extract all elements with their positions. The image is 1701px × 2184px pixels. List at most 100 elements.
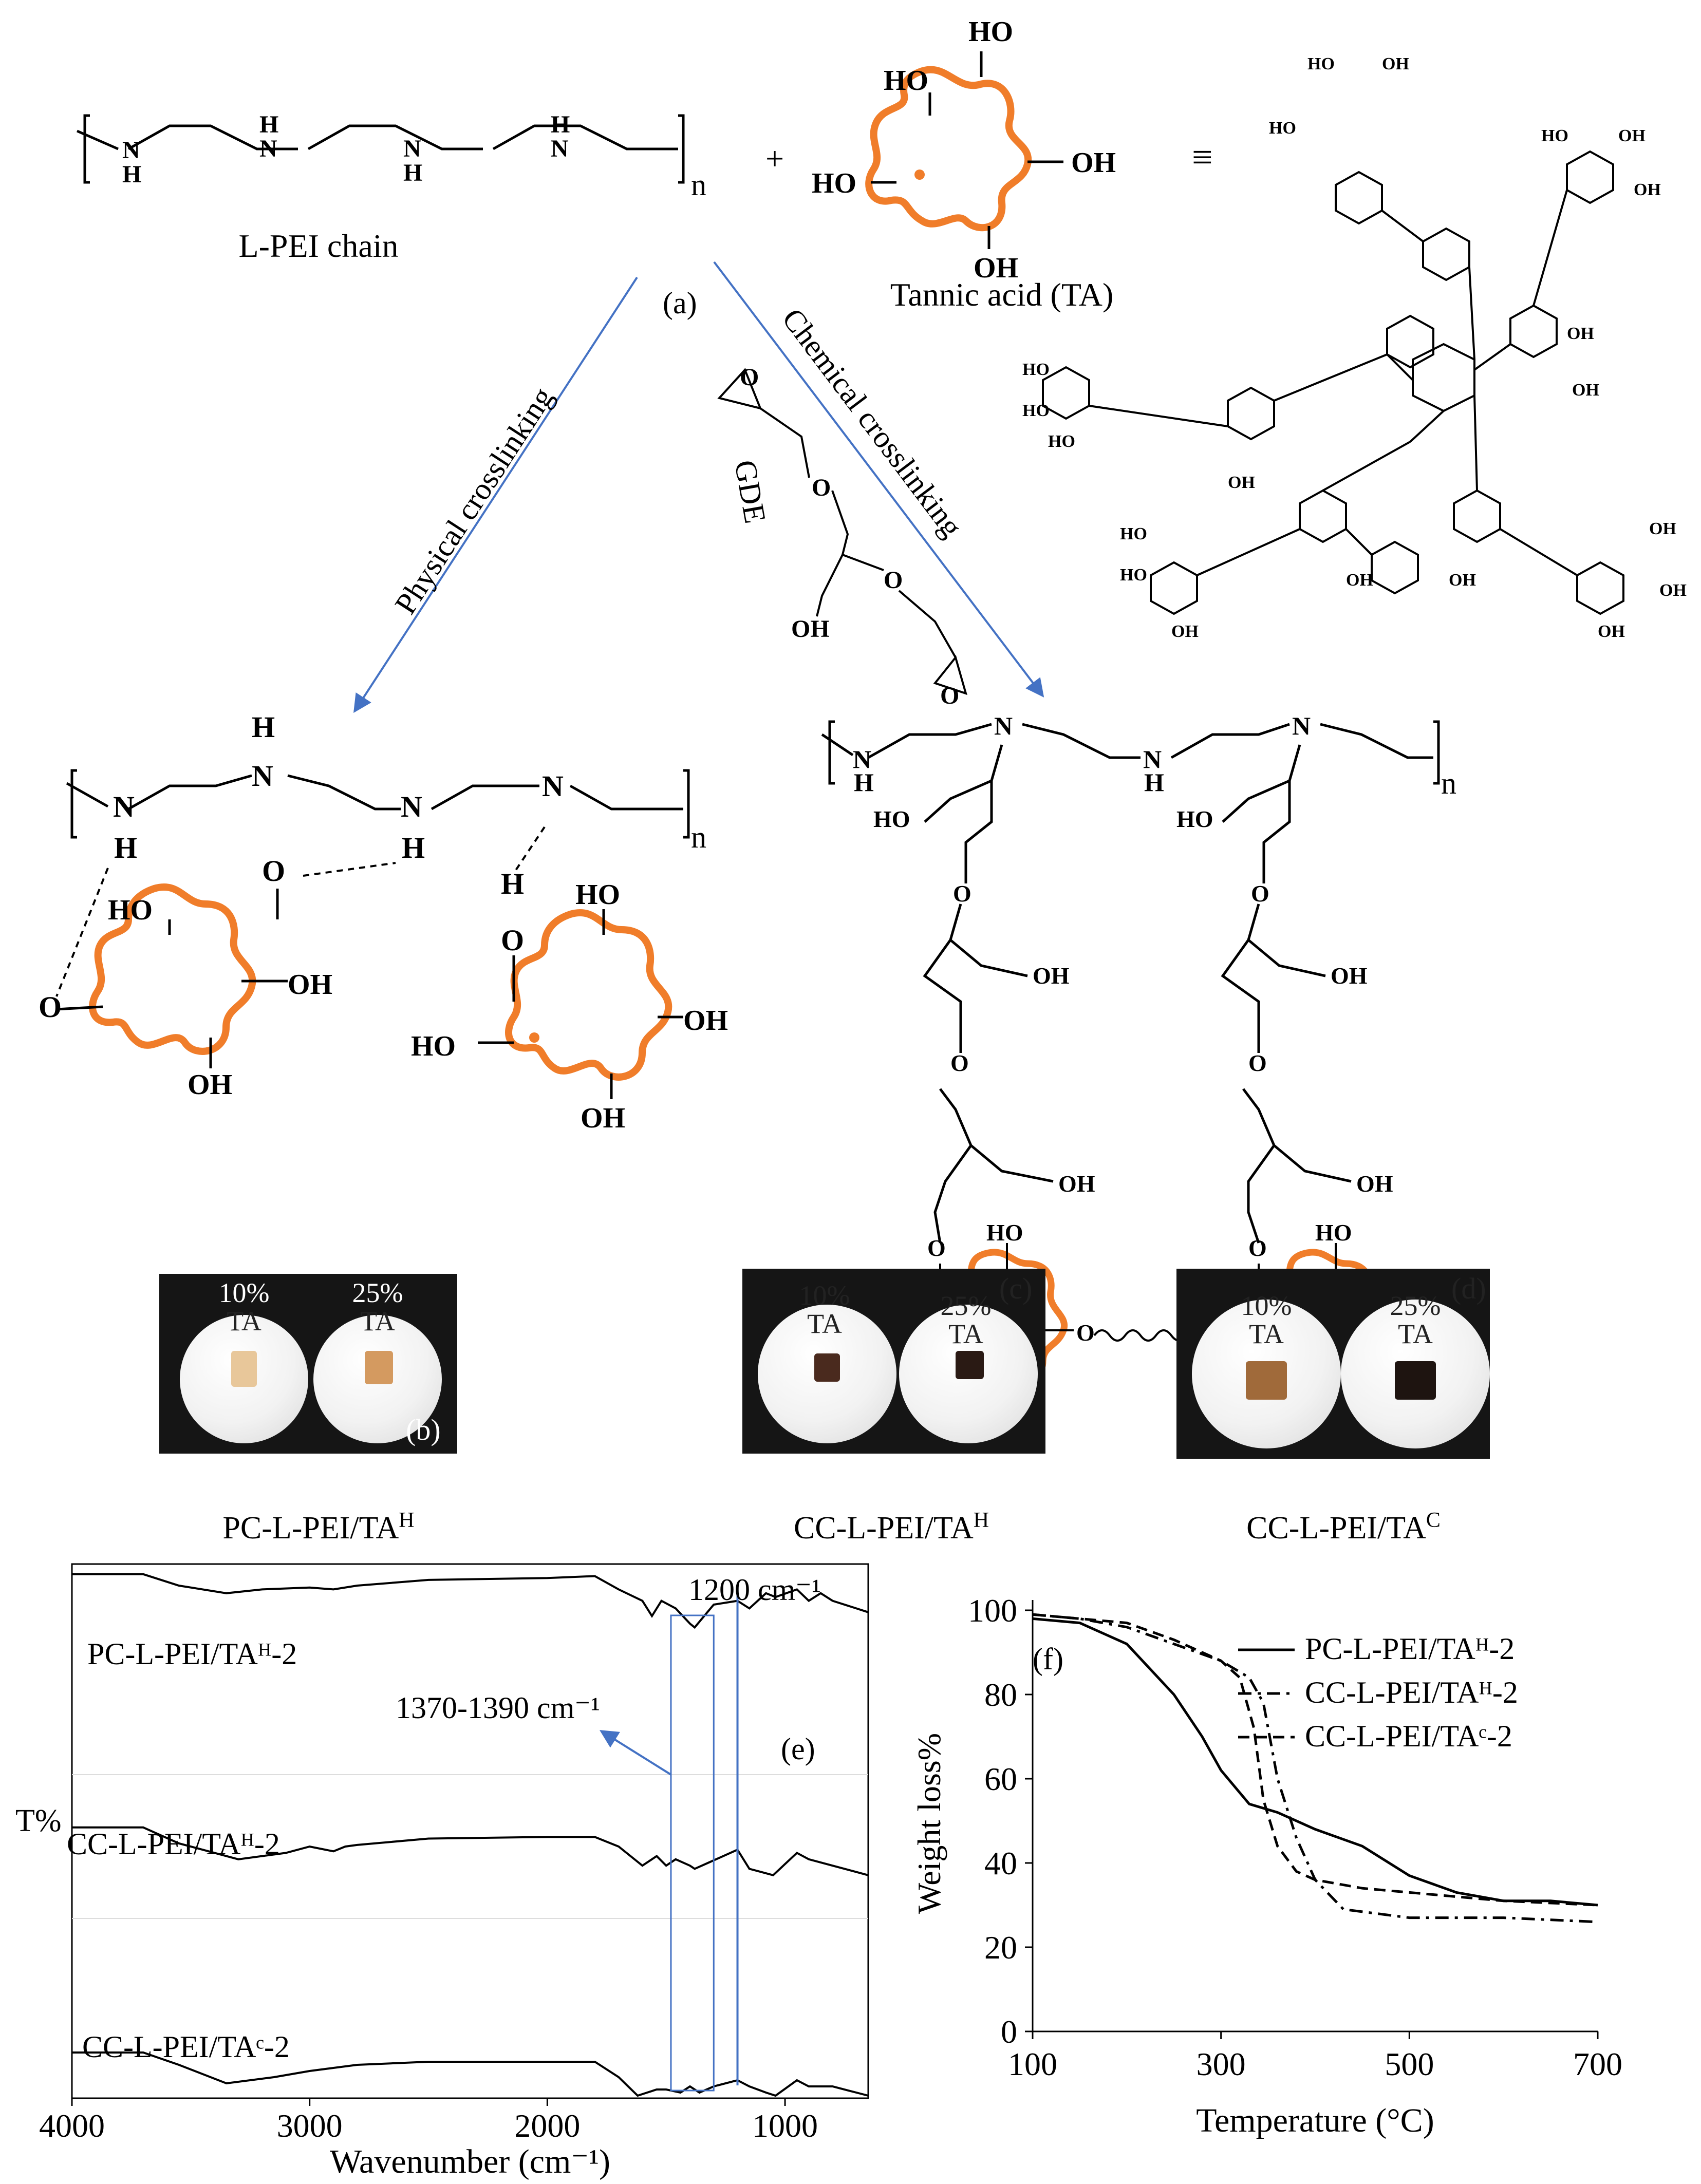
sample-piece xyxy=(231,1351,257,1387)
ta-s-ho: HO xyxy=(1022,360,1050,379)
cbr-ho: HO xyxy=(1315,1219,1352,1246)
cn-n3: N xyxy=(1143,745,1162,774)
ta-s-ho: HO xyxy=(1307,54,1335,73)
gde-label: GDE xyxy=(728,458,772,526)
tga-ytick-label: 40 xyxy=(984,1845,1017,1881)
ta-s-oh: OH xyxy=(1382,54,1409,73)
tga-xtick-label: 100 xyxy=(1008,2046,1057,2082)
physical-ta-blob-right xyxy=(505,909,672,1081)
ftir-series-label: CC-L-PEI/TAᴴ-2 xyxy=(67,1827,280,1861)
tga-series-line xyxy=(1032,1613,1598,1907)
ta-s-oh: OH xyxy=(1572,381,1599,400)
tga-xtick-label: 300 xyxy=(1197,2046,1246,2082)
ftir-series-line xyxy=(72,2051,869,2097)
tga-xtick-label: 700 xyxy=(1573,2046,1622,2082)
cl-o2: O xyxy=(950,1050,969,1076)
pn-o1: O xyxy=(262,854,285,888)
cn-n4: N xyxy=(1292,711,1311,740)
ta-s-oh: OH xyxy=(1567,324,1594,343)
subscript-n: n xyxy=(691,820,706,854)
physical-ta-blob-left xyxy=(89,883,256,1055)
tga-ytick-label: 80 xyxy=(984,1677,1017,1713)
cn-h3: H xyxy=(1144,768,1164,797)
ta-s-oh: OH xyxy=(1449,571,1476,590)
ta-s-oh: OH xyxy=(1649,519,1676,538)
pl-ho: HO xyxy=(108,894,153,926)
sample-pct: 10% xyxy=(799,1280,850,1311)
tga-xtick-label: 500 xyxy=(1385,2046,1434,2082)
ftir-tick-label: 3000 xyxy=(277,2107,343,2144)
cr-oh2: OH xyxy=(1356,1171,1393,1197)
arrow-physical xyxy=(353,276,638,713)
pr-oh: OH xyxy=(683,1005,728,1037)
panel-label-e: (e) xyxy=(781,1732,815,1766)
legend-entry: CC-L-PEI/TAᶜ-2 xyxy=(1305,1719,1512,1753)
sample-pct: 25% xyxy=(352,1277,403,1308)
band-highlight-box xyxy=(670,1614,715,2092)
ta-s-ho: HO xyxy=(1048,432,1075,451)
cl-o3: O xyxy=(927,1235,946,1261)
tga-xlabel: Temperature (°C) xyxy=(1196,2102,1434,2139)
cbl-ho: HO xyxy=(986,1219,1023,1246)
atom-n: N xyxy=(403,135,421,162)
atom-n: N xyxy=(122,137,140,164)
cl-oh1: OH xyxy=(1033,963,1070,989)
tga-ytick-label: 0 xyxy=(1001,2013,1017,2050)
cr-ho1: HO xyxy=(1176,806,1213,832)
ftir-series-label: CC-L-PEI/TAᶜ-2 xyxy=(82,2030,290,2064)
pn-h3: H xyxy=(402,831,425,864)
ta-s-ho: HO xyxy=(1269,119,1296,138)
photo-panel-d: 10% 25% TA TA (d) xyxy=(1176,1269,1490,1459)
sample-piece xyxy=(1246,1361,1287,1400)
pn-o2: O xyxy=(39,990,62,1024)
atom-h: H xyxy=(403,159,422,186)
chemical-label: Chemical crosslinking xyxy=(776,302,969,543)
gde-o4: O xyxy=(940,682,959,709)
ta-s-oh: OH xyxy=(1634,180,1661,199)
cr-o3: O xyxy=(1248,1235,1267,1261)
panel-label-c: (c) xyxy=(999,1272,1033,1305)
sample-ta: TA xyxy=(227,1306,261,1336)
ftir-tick-label: 4000 xyxy=(39,2107,105,2144)
ta-oh-bottom: OH xyxy=(974,252,1018,284)
cl-ho1: HO xyxy=(873,806,910,832)
ta-label: Tannic acid (TA) xyxy=(890,276,1114,313)
hydrogen-bonds xyxy=(55,826,546,997)
sample-ta: TA xyxy=(360,1306,395,1336)
ta-ho-bottom-left: HO xyxy=(812,167,856,199)
atom-h: H xyxy=(259,111,278,138)
ta-s-ho: HO xyxy=(1022,401,1050,420)
ta-s-oh: OH xyxy=(1171,622,1199,641)
atom-h: H xyxy=(122,161,141,188)
gde-o1: O xyxy=(740,364,759,391)
lpei-label: L-PEI chain xyxy=(239,228,399,264)
pn-h1: H xyxy=(114,831,137,864)
sample-pct: 25% xyxy=(1390,1290,1441,1321)
ta-s-oh: OH xyxy=(1346,571,1373,590)
cr-o1: O xyxy=(1251,880,1269,907)
ta-ho-left: HO xyxy=(884,65,928,97)
legend-entry: PC-L-PEI/TAᴴ-2 xyxy=(1305,1632,1515,1666)
pr-ho: HO xyxy=(575,879,620,911)
ftir-chart: PC-L-PEI/TAᴴ-2CC-L-PEI/TAᴴ-2CC-L-PEI/TAᶜ… xyxy=(15,1563,869,2180)
ta-s-ho: HO xyxy=(1541,126,1568,145)
tga-ylabel: Weight loss% xyxy=(911,1733,947,1914)
sample-pct: 25% xyxy=(940,1290,992,1321)
pn-n4: N xyxy=(542,769,564,803)
ftir-ylabel: T% xyxy=(15,1803,62,1838)
gde-o3: O xyxy=(884,567,903,594)
cbl-o: O xyxy=(1076,1320,1095,1346)
sample-piece xyxy=(956,1351,984,1379)
annotation-1200: 1200 cm⁻¹ xyxy=(688,1573,821,1607)
caption-c: CC-L-PEI/TAH xyxy=(794,1509,989,1546)
photo-panel-c: 10% 25% TA TA (c) xyxy=(742,1269,1045,1454)
physical-network-chain xyxy=(66,769,690,839)
sample-pct: 10% xyxy=(218,1277,270,1308)
sample-ta: TA xyxy=(1249,1319,1284,1349)
sample-piece xyxy=(1395,1361,1436,1400)
lpei-chain-structure xyxy=(76,114,685,184)
ta-s-oh: OH xyxy=(1228,473,1255,492)
arrow-chemical xyxy=(713,261,1044,698)
ftir-tick-label: 1000 xyxy=(752,2107,818,2144)
